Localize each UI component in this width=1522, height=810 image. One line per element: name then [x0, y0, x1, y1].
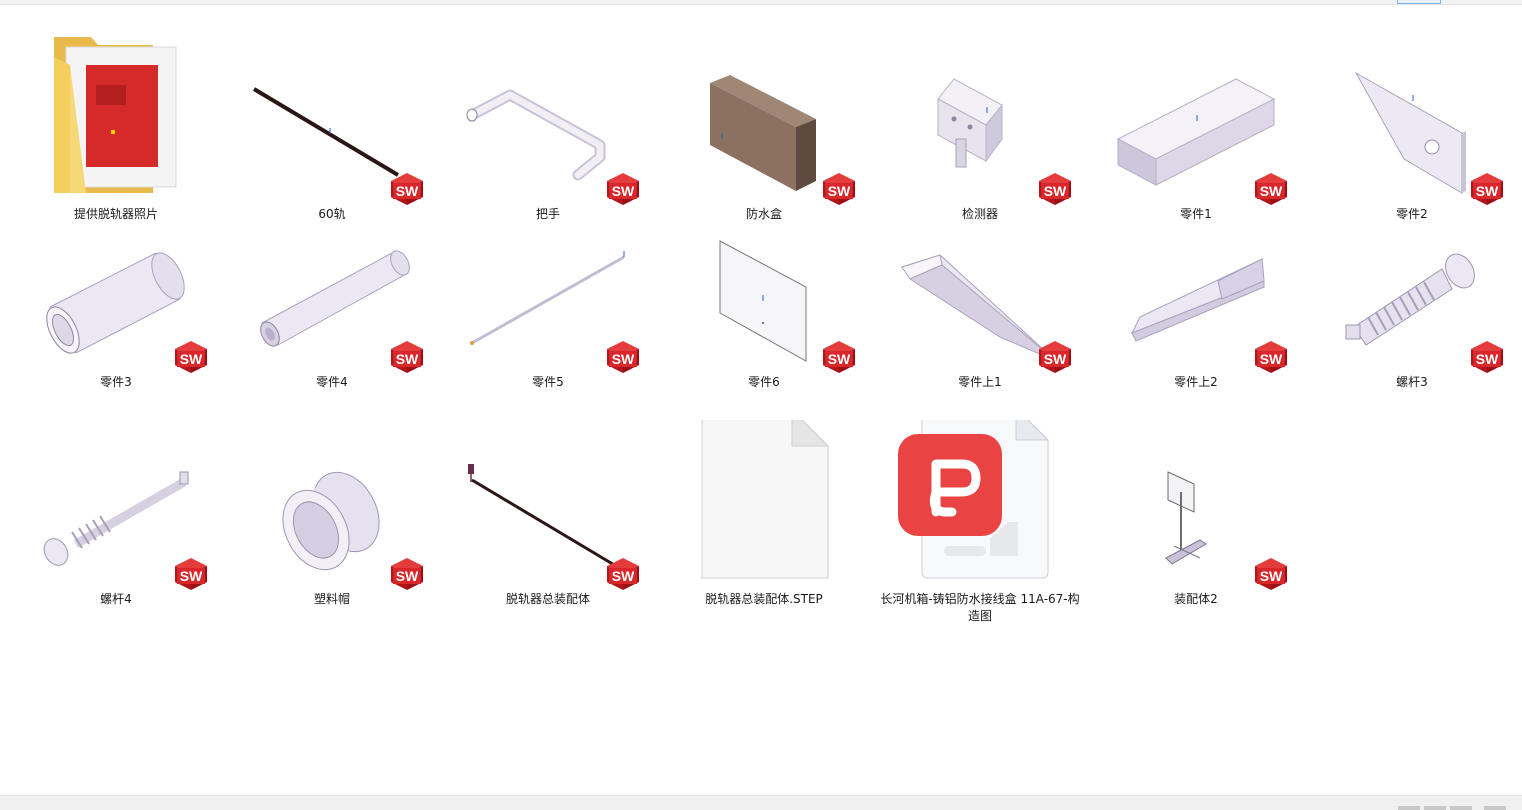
- pdf-document-icon: [898, 420, 1050, 579]
- part6-thumbnail: [719, 240, 807, 362]
- solidworks-part-icon: [174, 557, 208, 591]
- solidworks-assembly-icon: [1254, 557, 1288, 591]
- file-name: 零件1: [1180, 207, 1212, 221]
- assembly2-thumbnail: [1165, 471, 1207, 565]
- part4-thumbnail: [260, 250, 410, 347]
- file-name: 脱轨器总装配体: [505, 592, 590, 606]
- file-item[interactable]: 螺杆3: [1312, 203, 1512, 389]
- file-item[interactable]: 零件5: [448, 203, 648, 389]
- file-name: 零件3: [100, 375, 132, 389]
- solidworks-part-icon: [390, 557, 424, 591]
- blank-file-icon: [701, 420, 830, 579]
- folder-icon: [54, 37, 177, 193]
- file-item[interactable]: 防水盒: [664, 35, 864, 221]
- solidworks-part-icon: [1038, 340, 1072, 374]
- solidworks-part-icon: [606, 172, 640, 206]
- file-name: 螺杆3: [1396, 375, 1428, 389]
- solidworks-part-icon: [822, 172, 856, 206]
- waterproof-box-thumbnail: [710, 75, 816, 191]
- rail-thumbnail: [252, 87, 400, 177]
- part2-thumbnail: [1354, 71, 1466, 194]
- file-item[interactable]: 零件3: [16, 203, 216, 389]
- file-item[interactable]: 长河机箱-铸铝防水接线盒 11A-67-构造图: [880, 420, 1080, 623]
- file-item[interactable]: 60轨: [232, 35, 432, 221]
- file-name: 零件上1: [958, 375, 1002, 389]
- plastic-cap-thumbnail: [282, 471, 380, 571]
- solidworks-part-icon: [390, 172, 424, 206]
- solidworks-assembly-icon: [606, 557, 640, 591]
- file-name: 60轨: [318, 207, 346, 221]
- file-name: 螺杆4: [100, 592, 132, 606]
- solidworks-part-icon: [1470, 172, 1504, 206]
- file-item[interactable]: 把手: [448, 35, 648, 221]
- file-item[interactable]: 提供脱轨器照片: [16, 35, 216, 221]
- screw4-thumbnail: [43, 471, 189, 566]
- part-upper1-thumbnail: [900, 254, 1057, 362]
- solidworks-part-icon: [390, 340, 424, 374]
- part-upper2-thumbnail: [1130, 258, 1265, 342]
- solidworks-part-icon: [174, 340, 208, 374]
- file-name: 装配体2: [1174, 592, 1218, 606]
- file-item[interactable]: 装配体2: [1096, 420, 1296, 606]
- file-name: 零件上2: [1174, 375, 1218, 389]
- file-name: 长河机箱-铸铝防水接线盒 11A-67-构造图: [880, 592, 1080, 623]
- assembly-thumbnail: [468, 464, 617, 568]
- view-toggle-button[interactable]: [1397, 0, 1441, 4]
- file-name: 零件2: [1396, 207, 1428, 221]
- file-name: 防水盒: [745, 207, 782, 221]
- solidworks-part-icon: [822, 340, 856, 374]
- file-item[interactable]: 零件1: [1096, 35, 1296, 221]
- file-name: 把手: [535, 207, 560, 221]
- file-name: 检测器: [961, 207, 998, 221]
- part5-thumbnail: [470, 251, 625, 345]
- file-item[interactable]: 零件上2: [1096, 203, 1296, 389]
- file-item[interactable]: 零件2: [1312, 35, 1512, 221]
- file-name: 塑料帽: [313, 592, 350, 606]
- solidworks-part-icon: [606, 340, 640, 374]
- detector-thumbnail: [937, 78, 1003, 168]
- handle-thumbnail: [466, 89, 606, 181]
- file-name: 零件5: [532, 375, 564, 389]
- file-name: 零件4: [316, 375, 348, 389]
- file-item[interactable]: 脱轨器总装配体.STEP: [664, 420, 864, 606]
- file-item[interactable]: 零件6: [664, 203, 864, 389]
- solidworks-part-icon: [1254, 172, 1288, 206]
- file-item[interactable]: 零件上1: [880, 203, 1080, 389]
- file-item[interactable]: 检测器: [880, 35, 1080, 221]
- screw3-thumbnail: [1345, 253, 1475, 346]
- file-name: 提供脱轨器照片: [73, 207, 158, 221]
- solidworks-part-icon: [1038, 172, 1072, 206]
- file-item[interactable]: 塑料帽: [232, 420, 432, 606]
- file-item[interactable]: 脱轨器总装配体: [448, 420, 648, 606]
- part3-thumbnail: [46, 252, 185, 354]
- file-name: 脱轨器总装配体.STEP: [705, 592, 823, 606]
- part1-thumbnail: [1116, 78, 1276, 186]
- status-bar: [0, 795, 1522, 810]
- file-name: 零件6: [748, 375, 780, 389]
- solidworks-part-icon: [1254, 340, 1288, 374]
- file-item[interactable]: 螺杆4: [16, 420, 216, 606]
- top-toolbar-edge: [0, 0, 1522, 5]
- file-item[interactable]: 零件4: [232, 203, 432, 389]
- solidworks-part-icon: [1470, 340, 1504, 374]
